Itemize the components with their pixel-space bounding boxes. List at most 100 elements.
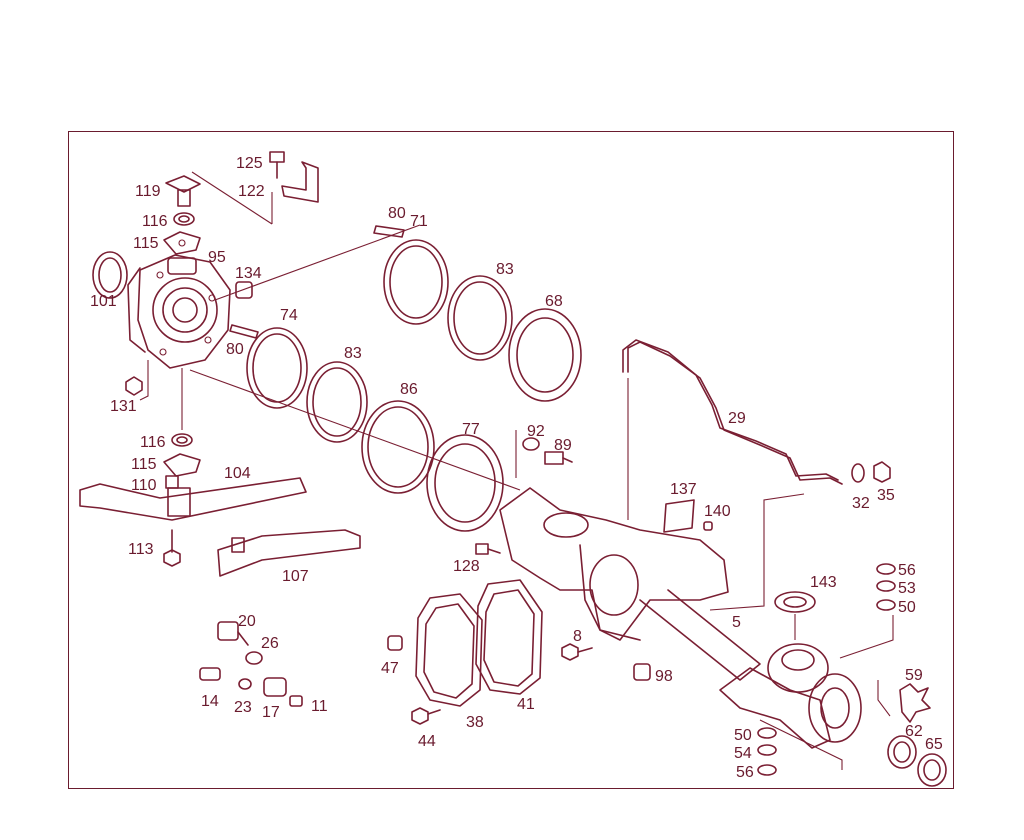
label-32: 32 xyxy=(852,495,870,512)
flange-119 xyxy=(165,175,201,207)
label-8: 8 xyxy=(573,628,582,645)
label-115-bottom: 115 xyxy=(131,456,157,473)
washer-116-top xyxy=(173,212,195,226)
label-125: 125 xyxy=(236,155,263,172)
bolt-110 xyxy=(165,475,179,489)
seal-ring-101 xyxy=(92,251,128,299)
label-80-left: 80 xyxy=(226,341,244,358)
washer-92 xyxy=(522,437,540,451)
label-53: 53 xyxy=(898,580,916,597)
diagram-frame xyxy=(68,131,954,789)
plug-98 xyxy=(633,663,651,681)
label-107: 107 xyxy=(282,568,309,585)
label-56-upper: 56 xyxy=(898,562,916,579)
clip-80-left xyxy=(229,324,259,339)
label-47: 47 xyxy=(381,660,399,677)
valve-14 xyxy=(199,667,221,681)
label-5: 5 xyxy=(732,614,741,631)
label-54: 54 xyxy=(734,745,752,762)
bushing-stack-lower xyxy=(757,727,777,776)
washer-23 xyxy=(238,678,252,690)
label-131: 131 xyxy=(110,398,137,415)
label-56-lower: 56 xyxy=(736,764,754,781)
plug-47 xyxy=(387,635,403,651)
washer-116-bottom xyxy=(171,433,193,447)
pin-140 xyxy=(703,521,713,531)
label-26: 26 xyxy=(261,635,279,652)
ring-83-lower xyxy=(306,361,368,443)
plug-134 xyxy=(235,281,253,299)
label-92: 92 xyxy=(527,423,545,440)
label-41: 41 xyxy=(517,696,535,713)
clip-80-top xyxy=(373,225,405,238)
label-89: 89 xyxy=(554,437,572,454)
banjo-20 xyxy=(217,621,249,646)
label-23: 23 xyxy=(234,699,252,716)
label-116-bottom: 116 xyxy=(140,434,166,451)
label-68: 68 xyxy=(545,293,563,310)
screw-11 xyxy=(289,695,303,707)
label-77: 77 xyxy=(462,421,480,438)
label-71: 71 xyxy=(410,213,428,230)
label-104: 104 xyxy=(224,465,251,482)
label-119: 119 xyxy=(135,183,161,200)
label-83-upper: 83 xyxy=(496,261,514,278)
housing-cover-95 xyxy=(127,254,231,369)
gasket-115-bottom xyxy=(163,453,201,477)
gasket-115-top xyxy=(163,231,201,255)
label-143: 143 xyxy=(810,574,837,591)
bolt-125 xyxy=(269,151,285,179)
label-59: 59 xyxy=(905,667,923,684)
label-14: 14 xyxy=(201,693,219,710)
label-11: 11 xyxy=(311,698,328,715)
ring-65 xyxy=(917,753,947,787)
seal-26 xyxy=(245,651,263,665)
label-80-top: 80 xyxy=(388,205,406,222)
label-110: 110 xyxy=(131,477,157,494)
bearing-62 xyxy=(887,735,917,769)
ring-71 xyxy=(383,239,449,325)
washer-32 xyxy=(851,463,865,483)
washer-143 xyxy=(774,591,816,613)
label-113: 113 xyxy=(128,541,154,558)
bolt-113 xyxy=(163,529,181,567)
tie-rod-107 xyxy=(217,529,361,577)
label-38: 38 xyxy=(466,714,484,731)
bolt-128 xyxy=(475,543,501,555)
axle-housing-5 xyxy=(499,487,862,749)
label-50-upper: 50 xyxy=(898,599,916,616)
ring-74 xyxy=(246,327,308,409)
label-137: 137 xyxy=(670,481,697,498)
label-140: 140 xyxy=(704,503,731,520)
label-134: 134 xyxy=(235,265,262,282)
label-116-top: 116 xyxy=(142,213,168,230)
brake-line-29 xyxy=(622,339,843,485)
cover-38 xyxy=(415,593,483,707)
bolt-44 xyxy=(411,707,441,725)
label-95: 95 xyxy=(208,249,226,266)
label-128: 128 xyxy=(453,558,480,575)
label-98: 98 xyxy=(655,668,673,685)
nut-35 xyxy=(873,461,891,483)
bolt-89 xyxy=(544,451,573,465)
bushing-stack-upper xyxy=(876,563,896,611)
label-122: 122 xyxy=(238,183,265,200)
nut-131 xyxy=(125,376,143,396)
ring-83-upper xyxy=(447,275,513,361)
bolt-8 xyxy=(561,643,593,661)
flange-68 xyxy=(508,308,582,402)
seal-59 xyxy=(899,683,931,723)
label-83-lower: 83 xyxy=(344,345,362,362)
label-115-top: 115 xyxy=(133,235,159,252)
label-50-lower: 50 xyxy=(734,727,752,744)
fitting-17 xyxy=(263,677,287,697)
gasket-86 xyxy=(361,400,435,494)
drag-link-104 xyxy=(79,477,307,521)
label-17: 17 xyxy=(262,704,280,721)
label-35: 35 xyxy=(877,487,895,504)
label-29: 29 xyxy=(728,410,746,427)
label-101: 101 xyxy=(90,293,117,310)
gasket-41 xyxy=(475,579,543,695)
flange-77 xyxy=(426,434,504,532)
